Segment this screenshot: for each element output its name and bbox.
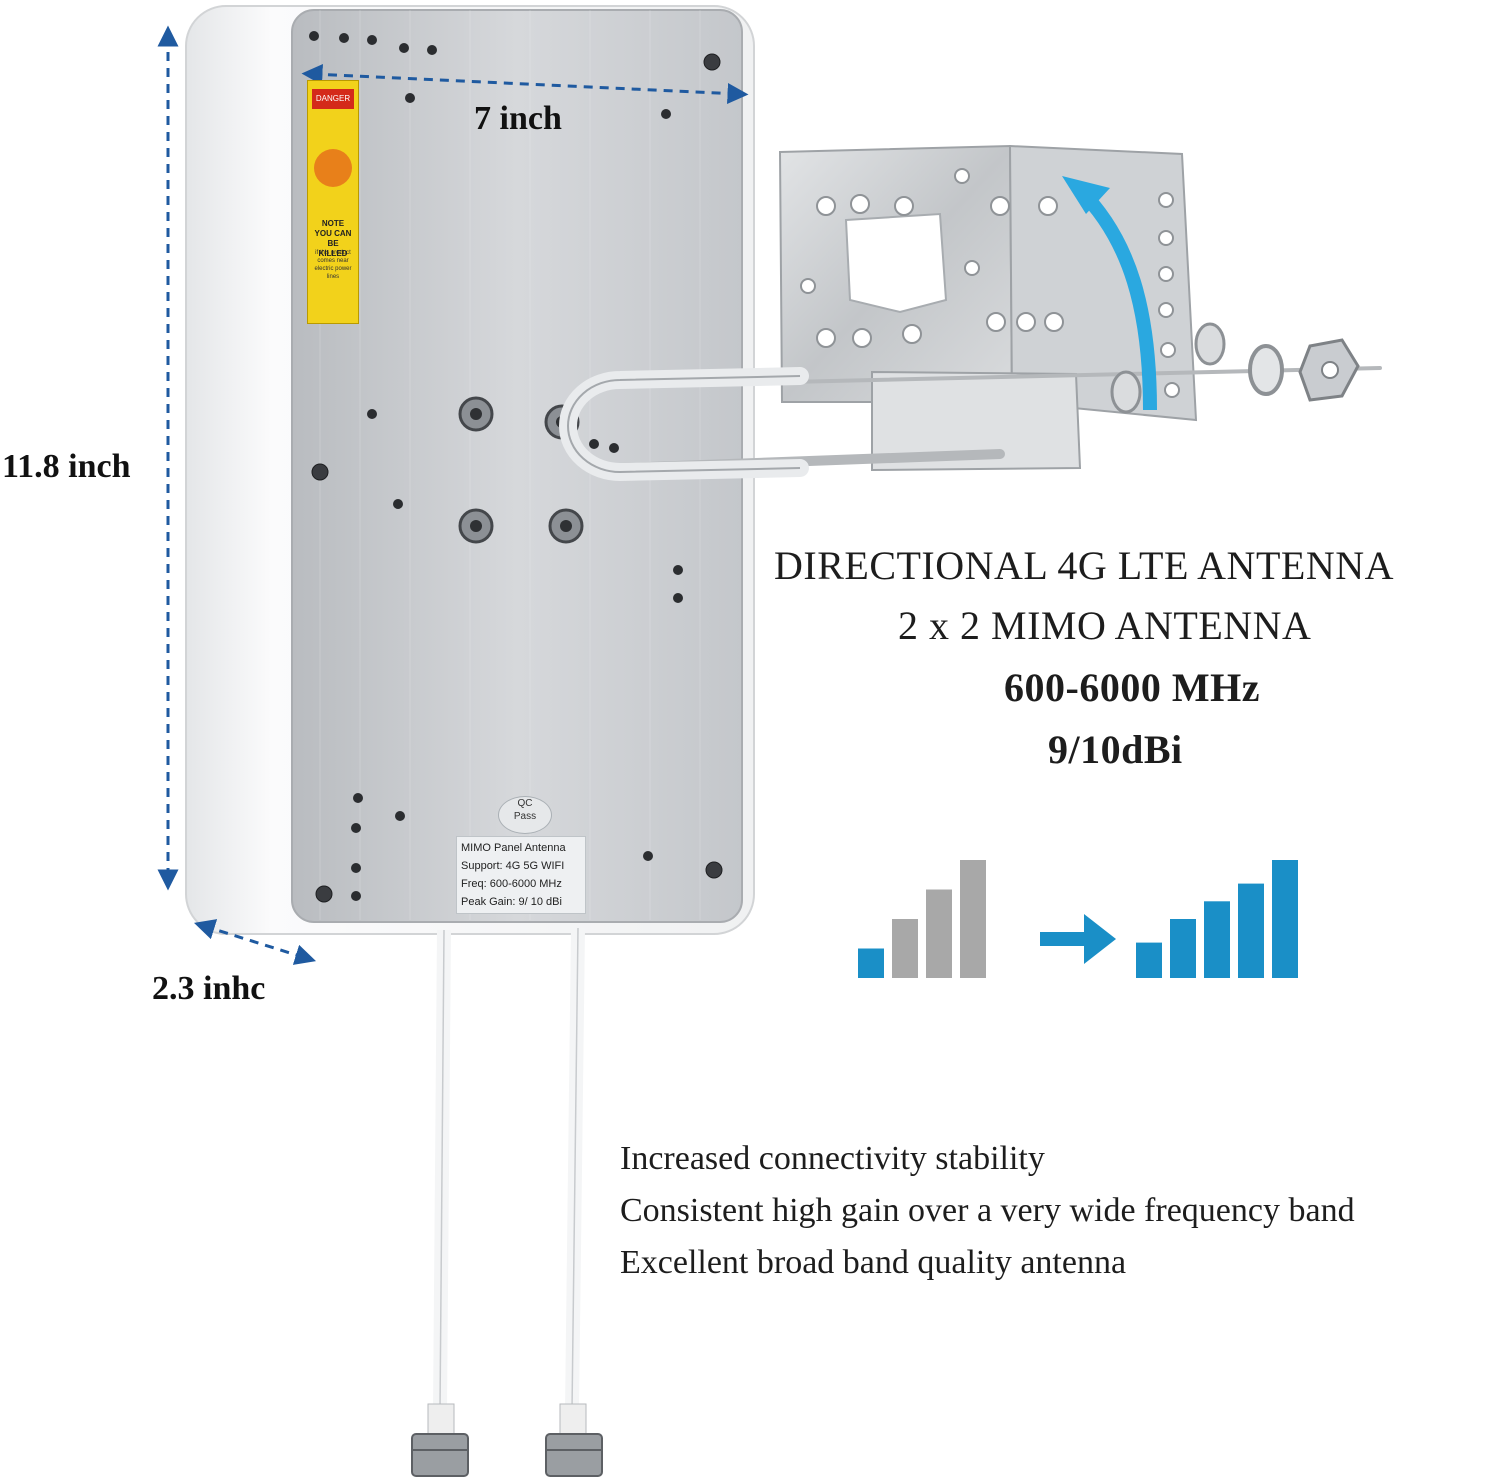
headline-gain: 9/10dBi [1048,727,1183,772]
signal-bar [1204,901,1230,978]
improve-arrow-icon [1040,914,1116,964]
signal-bars-after-icon [1136,860,1298,978]
antenna-cables [411,927,603,1477]
feature-item: Excellent broad band quality antenna [620,1244,1127,1281]
signal-bar [892,919,918,978]
signal-bar [926,889,952,978]
note-label: NOTE YOU CAN BE KILLED [314,219,352,258]
warning-sticker: DANGER NOTE YOU CAN BE KILLED if this pr… [307,80,359,324]
feature-item: Increased connectivity stability [620,1140,1045,1177]
signal-bar [858,948,884,978]
signal-bar [1272,860,1298,978]
signal-bar [1170,919,1196,978]
washer-and-nut [1110,322,1360,414]
depth-dimension-line [193,919,317,965]
height-label: 11.8 inch [2,448,131,485]
qc-pass-badge: QC Pass [498,796,552,834]
headline-mimo: 2 x 2 MIMO ANTENNA [898,603,1312,648]
headline-product-type: DIRECTIONAL 4G LTE ANTENNA [774,543,1394,588]
mounting-bracket [559,144,1382,482]
signal-bars-before-icon [858,860,986,978]
headline-frequency: 600-6000 MHz [1004,665,1260,710]
spec-label: MIMO Panel Antenna Support: 4G 5G WIFI F… [456,836,586,914]
warning-fine-print: if this product comes near electric powe… [314,250,352,280]
feature-item: Consistent high gain over a very wide fr… [620,1192,1355,1229]
danger-label: DANGER [312,89,354,109]
dimension-lines [157,25,749,965]
width-label: 7 inch [474,100,562,137]
width-dimension-line [301,64,749,104]
signal-bar [960,860,986,978]
signal-improvement-icon [858,860,1298,978]
signal-bar [1136,942,1162,978]
rotate-arrow-icon [1075,185,1157,411]
power-line-warning-icon [314,149,352,187]
signal-bar [1238,883,1264,978]
depth-label: 2.3 inhc [152,970,266,1007]
